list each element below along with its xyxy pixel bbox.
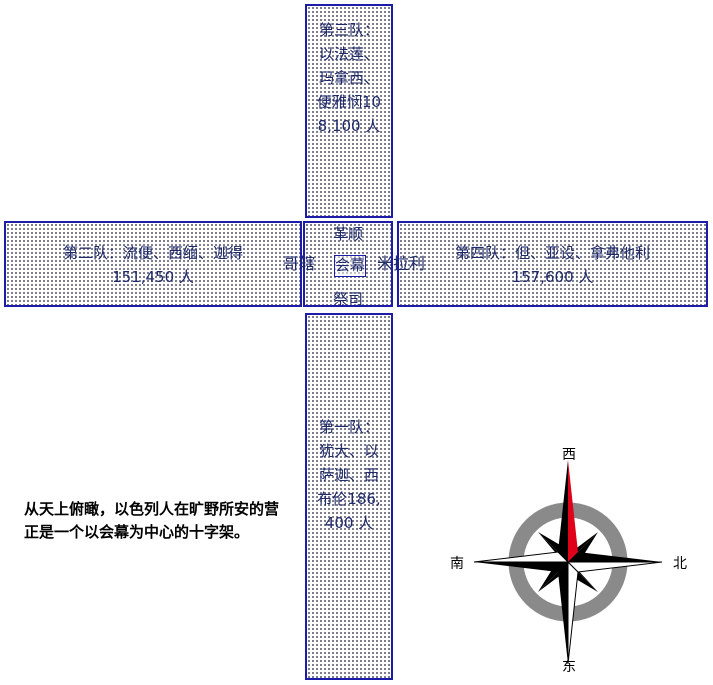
east-camp-box: 第四队：但、亚设、拿弗他利 157,600 人	[397, 221, 708, 307]
east-camp-count: 157,600 人	[511, 268, 594, 286]
west-camp-tribes: 第二队：流便、西缅、迦得	[62, 244, 243, 262]
east-camp-tribes: 第四队：但、亚设、拿弗他利	[454, 244, 650, 262]
compass-top-point-red	[568, 460, 578, 562]
compass-rose: 西 东 南 北	[440, 440, 700, 675]
compass-label-bottom: 东	[562, 659, 576, 675]
north-camp-box: 第三队：以法莲、玛拿西、便雅悯108,100 人	[305, 4, 393, 218]
center-bottom-label: 祭司	[332, 290, 363, 308]
compass-top-point-dark	[558, 460, 568, 562]
compass-label-top: 西	[562, 447, 576, 463]
west-camp-label: 第二队：流便、西缅、迦得 151,450 人	[6, 241, 300, 289]
compass-right-point	[568, 552, 662, 562]
center-top-label: 革顺	[332, 225, 363, 243]
compass-icon	[473, 460, 663, 665]
tabernacle-label: 会幕	[334, 255, 366, 277]
south-camp-box: 第一队：犹大、以萨迦、西布伦186,400 人	[305, 313, 393, 680]
east-camp-label: 第四队：但、亚设、拿弗他利 157,600 人	[399, 241, 706, 289]
compass-label-left: 南	[450, 556, 464, 572]
west-camp-count: 151,450 人	[112, 268, 194, 286]
center-box: 革顺 会幕 祭司	[303, 221, 393, 308]
compass-bottom-point	[558, 562, 568, 664]
west-camp-box: 第二队：流便、西缅、迦得 151,450 人	[4, 221, 302, 307]
south-camp-label: 第一队：犹大、以萨迦、西布伦186,400 人	[317, 418, 381, 532]
description-note: 从天上俯瞰，以色列人在旷野所安的营正是一个以会幕为中心的十字架。	[24, 500, 280, 541]
center-right-label: 米拉利	[377, 254, 426, 273]
compass-label-right: 北	[673, 556, 687, 572]
center-left-label: 哥辖	[283, 254, 316, 273]
north-camp-label: 第三队：以法莲、玛拿西、便雅悯108,100 人	[316, 21, 382, 135]
